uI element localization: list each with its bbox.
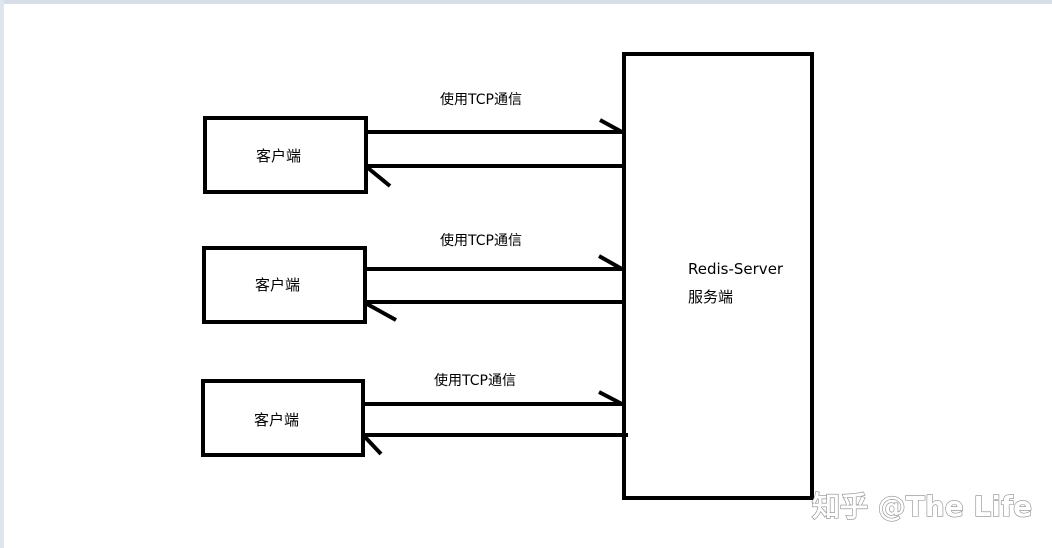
client-box xyxy=(203,116,368,194)
arrowhead xyxy=(363,435,383,456)
server-name: Redis-Server xyxy=(688,260,784,278)
arrowhead xyxy=(599,118,623,134)
watermark: 知乎 @The Life xyxy=(812,490,1032,523)
client-box xyxy=(201,379,365,457)
connection-label: 使用TCP通信 xyxy=(440,91,522,108)
arrowhead xyxy=(598,390,623,406)
connection-label: 使用TCP通信 xyxy=(440,232,522,249)
arrowhead xyxy=(366,302,397,322)
arrowhead xyxy=(366,166,392,188)
arrowhead xyxy=(598,254,623,271)
client-box xyxy=(202,246,367,324)
client-group-2: 客户端 使用TCP通信 xyxy=(202,232,624,324)
window-frame-left xyxy=(0,0,4,548)
client-label: 客户端 xyxy=(255,276,300,294)
client-label: 客户端 xyxy=(256,147,301,165)
client-group-3: 客户端 使用TCP通信 xyxy=(201,372,628,457)
client-group-1: 客户端 使用TCP通信 xyxy=(203,91,624,194)
server-box xyxy=(622,52,814,500)
server-role: 服务端 xyxy=(688,288,733,306)
window-frame-top xyxy=(0,0,1052,4)
client-label: 客户端 xyxy=(254,411,299,429)
connection-label: 使用TCP通信 xyxy=(434,372,516,389)
